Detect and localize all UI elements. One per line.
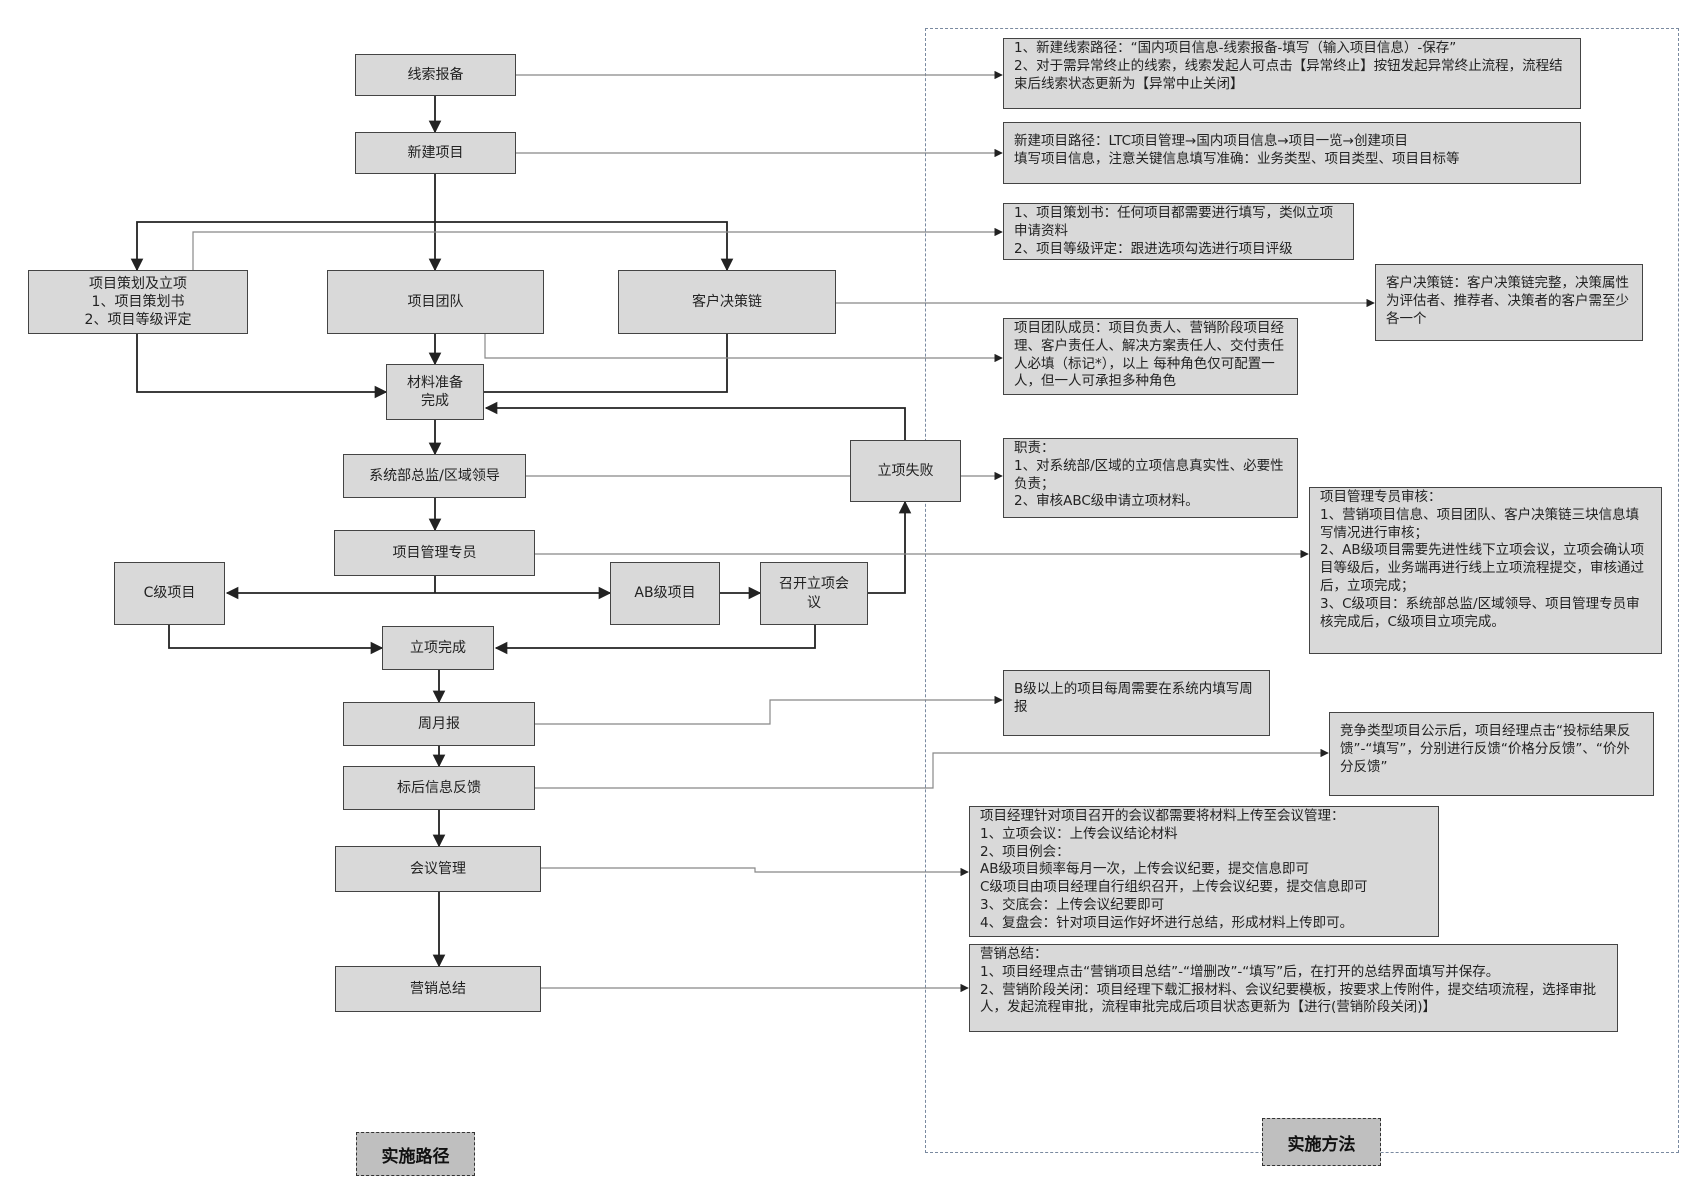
note-clue: 1、新建线索路径：“国内项目信息-线索报备-填写（输入项目信息）-保存” 2、对…	[1003, 38, 1581, 109]
flow-failed-materials	[484, 401, 906, 440]
node-materials: 材料准备 完成	[386, 364, 484, 420]
note-planning: 1、项目策划书：任何项目都需要进行填写，类似立项申请资料 2、项目等级评定：跟进…	[1003, 203, 1354, 260]
flow-c-completed	[168, 625, 384, 655]
node-clue: 线索报备	[355, 54, 516, 96]
note-new-project: 新建项目路径：LTC项目管理→国内项目信息→项目一览→创建项目 填写项目信息，注…	[1003, 122, 1581, 184]
node-meeting-mgmt: 会议管理	[335, 846, 541, 892]
note-link-planning	[192, 227, 1003, 270]
node-bid-feedback: 标后信息反馈	[343, 766, 535, 810]
note-link-weekly	[535, 695, 1003, 725]
node-director: 系统部总监/区域领导	[343, 454, 526, 498]
flow-newproject-decision	[435, 221, 734, 272]
note-link-bid	[535, 748, 1329, 789]
node-ab-level: AB级项目	[610, 562, 720, 625]
flow-planning-materials	[136, 334, 388, 399]
note-summary: 营销总结： 1、项目经理点击“营销项目总结”-“增删改”-“填写”后，在打开的总…	[969, 944, 1618, 1032]
node-team: 项目团队	[327, 270, 544, 334]
node-new-project: 新建项目	[355, 132, 516, 174]
note-link-team	[484, 334, 1003, 363]
label-path: 实施路径	[356, 1132, 475, 1176]
note-decision-chain: 客户决策链：客户决策链完整，决策属性为评估者、推荐者、决策者的客户需至少各一个	[1375, 264, 1643, 341]
note-team: 项目团队成员：项目负责人、营销阶段项目经理、客户责任人、解决方案责任人、交付责任…	[1003, 318, 1298, 395]
note-weekly: B级以上的项目每周需要在系统内填写周报	[1003, 670, 1270, 736]
node-pm-specialist: 项目管理专员	[334, 530, 535, 576]
note-bid-feedback: 竞争类型项目公示后，项目经理点击“投标结果反馈”-“填写”，分别进行反馈“价格分…	[1329, 712, 1654, 796]
node-failed: 立项失败	[850, 440, 961, 502]
note-pm-specialist: 项目管理专员审核： 1、营销项目信息、项目团队、客户决策链三块信息填写情况进行审…	[1309, 487, 1662, 654]
node-planning: 项目策划及立项 1、项目策划书 2、项目等级评定	[28, 270, 248, 334]
note-meeting-mgmt: 项目经理针对项目召开的会议都需要将材料上传至会议管理： 1、立项会议：上传会议结…	[969, 806, 1439, 937]
node-decision-chain: 客户决策链	[618, 270, 836, 334]
node-weekly: 周月报	[343, 702, 535, 746]
node-completed: 立项完成	[382, 626, 494, 670]
node-meeting-hold: 召开立项会 议	[760, 562, 868, 625]
flow-decision-materials	[484, 334, 728, 393]
node-summary: 营销总结	[335, 966, 541, 1012]
flow-meeting-failed	[868, 500, 912, 594]
note-link-meeting	[541, 867, 969, 877]
label-method: 实施方法	[1262, 1118, 1381, 1166]
note-director: 职责： 1、对系统部/区域的立项信息真实性、必要性负责； 2、审核ABC级申请立…	[1003, 438, 1298, 518]
flow-meeting-completed	[494, 625, 816, 655]
node-c-level: C级项目	[114, 562, 225, 625]
flow-newproject-branch	[130, 221, 435, 272]
